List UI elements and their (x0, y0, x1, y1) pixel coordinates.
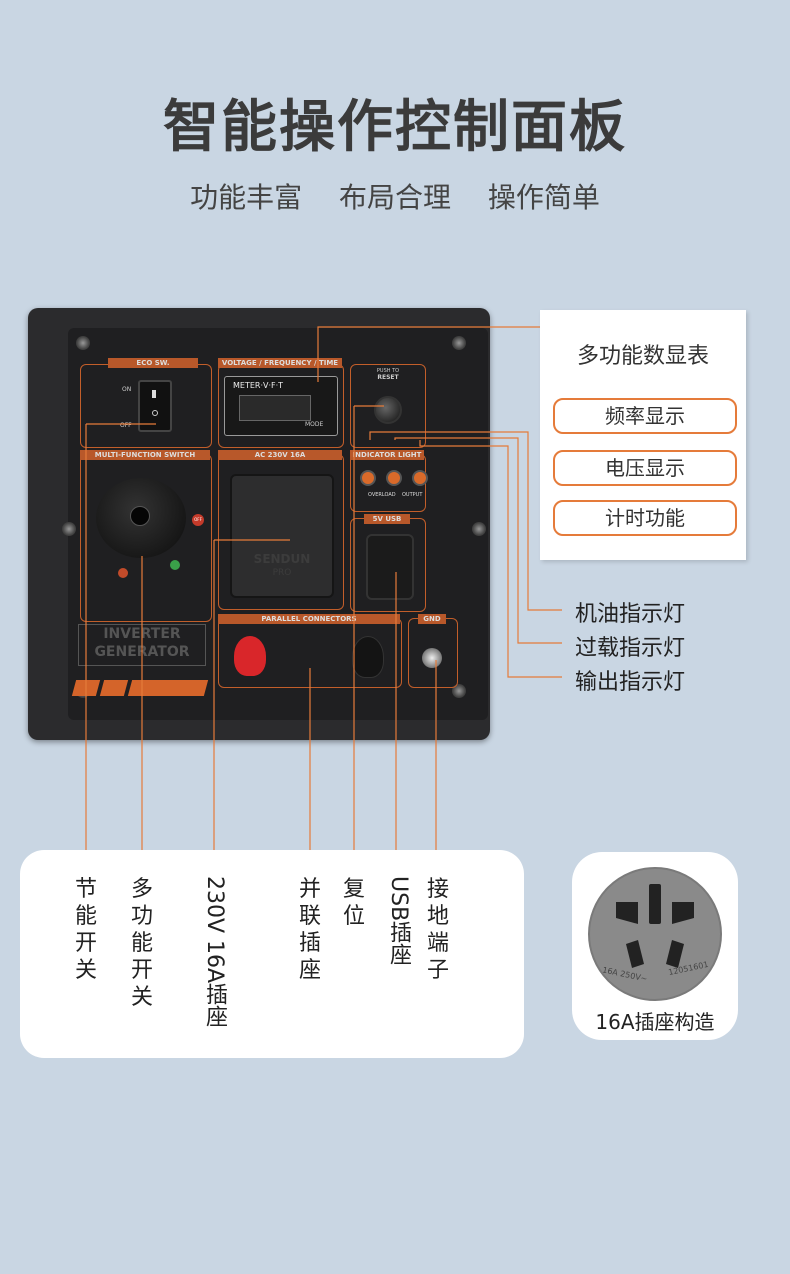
subtitle-item: 操作简单 (487, 181, 600, 214)
overload-text: OVERLOAD (368, 492, 396, 498)
panel-face: ECO SW. ON OFF VOLTAGE / FREQUENCY / TIM… (62, 328, 488, 720)
usb-label: 5V USB (364, 514, 410, 524)
meter-label: VOLTAGE / FREQUENCY / TIME (218, 358, 342, 368)
ac-socket-label: AC 230V 16A (218, 450, 342, 460)
socket-face-icon (588, 867, 722, 1001)
start-marker (118, 568, 128, 578)
oil-indicator-light (360, 470, 376, 486)
eco-label: ECO SW. (108, 358, 198, 368)
ac-socket-cover[interactable]: SENDUN PRO (230, 474, 334, 598)
control-panel-photo: ECO SW. ON OFF VOLTAGE / FREQUENCY / TIM… (28, 308, 490, 740)
screw-icon (62, 522, 76, 536)
meter-screen (239, 395, 311, 421)
screw-icon (452, 336, 466, 350)
overload-indicator-light (386, 470, 402, 486)
screw-icon (452, 684, 466, 698)
callout-item-voltage: 电压显示 (553, 450, 737, 486)
label-parallel: 并联插座 (298, 877, 321, 983)
label-ac-socket: 230V 16A插座 (202, 876, 227, 1028)
reset-label: PUSH TO RESET (376, 368, 400, 381)
run-marker (170, 560, 180, 570)
subtitle-item: 功能丰富 (190, 181, 303, 214)
eco-off-label: OFF (120, 422, 132, 429)
callout-title: 多功能数显表 (576, 344, 709, 369)
socket-caption: 16A插座构造 (595, 1010, 715, 1034)
parallel-red-terminal[interactable] (234, 636, 266, 676)
side-label-overload: 过载指示灯 (575, 636, 686, 661)
labels-box (20, 850, 524, 1058)
reset-section (350, 364, 426, 448)
off-marker: OFF (192, 514, 204, 526)
eco-switch[interactable] (138, 380, 172, 432)
label-multi-switch: 多功能开关 (130, 877, 153, 1010)
callout-line-overload (394, 437, 562, 644)
callout-item-timer: 计时功能 (553, 500, 737, 536)
output-indicator-light (412, 470, 428, 486)
callout-line-oil (369, 431, 562, 611)
meter-callout: 多功能数显表 频率显示 电压显示 计时功能 (540, 310, 746, 560)
screw-icon (76, 336, 90, 350)
screw-icon (472, 522, 486, 536)
socket-structure-box: 16A 250V~ 12051601 (572, 852, 738, 1040)
usb-port[interactable] (366, 534, 414, 600)
indicator-label: INDICATOR LIGHT (350, 450, 424, 460)
output-text: OUTPUT (402, 492, 423, 498)
subtitle: 功能丰富 布局合理 操作简单 (0, 176, 790, 216)
mode-text: MODE (305, 421, 324, 428)
subtitle-item: 布局合理 (338, 181, 451, 214)
label-eco-switch: 节能开关 (74, 877, 97, 983)
side-label-oil: 机油指示灯 (575, 602, 686, 627)
label-ground: 接地端子 (426, 877, 449, 983)
meter-text: METER·V·F·T (233, 381, 284, 390)
multi-function-knob[interactable] (96, 478, 186, 558)
label-usb: USB插座 (386, 876, 411, 966)
callout-line-output (419, 440, 562, 678)
label-reset: 复位 (342, 877, 365, 929)
reset-button[interactable] (374, 396, 402, 424)
parallel-label: PARALLEL CONNECTORS (218, 614, 400, 624)
multi-switch-label: MULTI-FUNCTION SWITCH (80, 450, 210, 460)
digital-meter: METER·V·F·T MODE (224, 376, 338, 436)
callout-line-meter (317, 326, 540, 382)
side-label-output: 输出指示灯 (575, 670, 686, 695)
gnd-label: GND (418, 614, 446, 624)
parallel-black-terminal[interactable] (352, 636, 384, 678)
ground-terminal[interactable] (422, 648, 442, 668)
callout-item-frequency: 频率显示 (553, 398, 737, 434)
page-title: 智能操作控制面板 (163, 95, 627, 160)
eco-on-label: ON (122, 386, 132, 393)
